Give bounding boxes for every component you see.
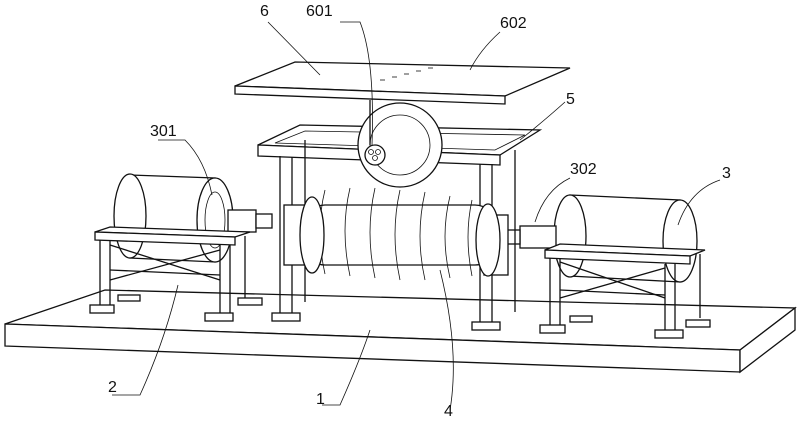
label-302: 302 — [570, 161, 597, 178]
label-5: 5 — [566, 91, 575, 108]
screw-roller — [299, 187, 501, 281]
gear-wheel — [357, 102, 443, 188]
leader-lines — [112, 21, 721, 411]
label-1: 1 — [316, 391, 325, 408]
top-plate — [234, 61, 571, 145]
right-drum-assembly — [505, 194, 711, 339]
label-4: 4 — [444, 403, 453, 420]
label-3: 3 — [722, 165, 731, 182]
label-601: 601 — [306, 3, 333, 20]
label-301: 301 — [150, 123, 177, 140]
label-602: 602 — [500, 15, 527, 32]
label-2: 2 — [108, 379, 117, 396]
left-drum-assembly — [89, 173, 273, 322]
label-6: 6 — [260, 3, 269, 20]
base-plate — [4, 289, 797, 374]
